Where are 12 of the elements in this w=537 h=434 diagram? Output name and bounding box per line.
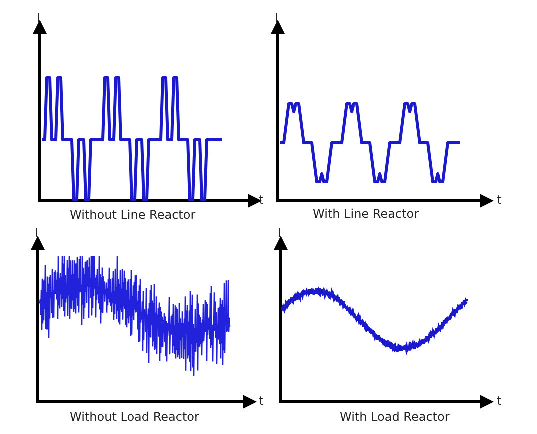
axis-label: I (35, 226, 39, 240)
axis-label: I (275, 11, 279, 25)
chart-caption: With Line Reactor (313, 207, 419, 221)
axis-label: I (37, 11, 41, 25)
chart-caption: With Load Reactor (340, 410, 450, 424)
axis-label: I (278, 226, 282, 240)
chart-caption: Without Line Reactor (70, 208, 196, 222)
axis-label: t (259, 394, 264, 408)
chart-caption: Without Load Reactor (70, 410, 200, 424)
axis-label: t (497, 394, 502, 408)
axis-label: t (497, 193, 502, 207)
axis-label: t (259, 193, 264, 207)
